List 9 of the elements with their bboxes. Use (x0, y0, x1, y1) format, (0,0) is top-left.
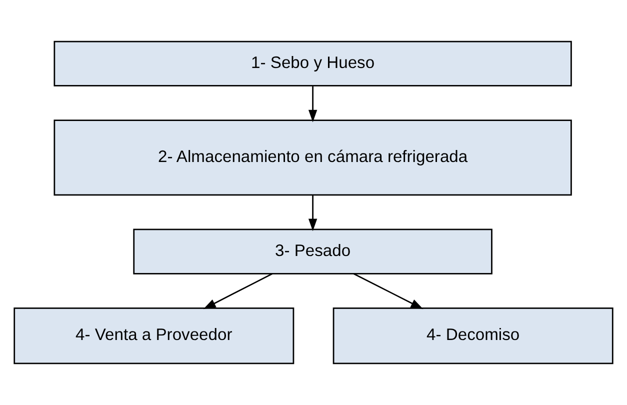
arrow (308, 195, 318, 232)
node-box: 4- Decomiso (332, 308, 614, 364)
node-box: 2- Almacenamiento en cámara refrigerada (54, 120, 572, 196)
node-box: 3- Pesado (133, 228, 492, 274)
arrow (308, 86, 318, 122)
node-box: 1- Sebo y Hueso (54, 40, 572, 86)
arrow (203, 273, 273, 310)
arrow (353, 273, 424, 310)
node-box: 4- Venta a Proveedor (14, 308, 294, 364)
